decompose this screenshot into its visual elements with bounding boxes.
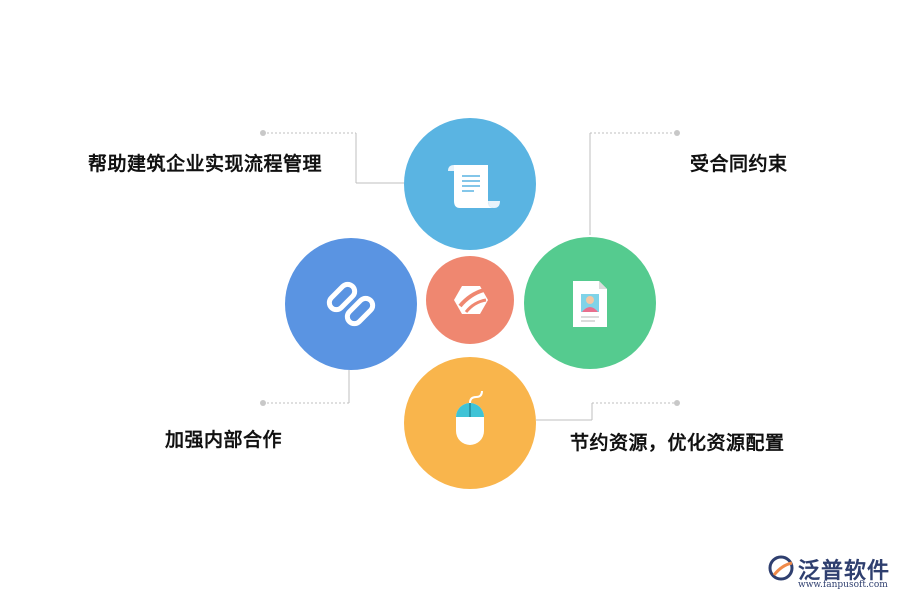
- node-right: [524, 237, 656, 369]
- connector-bottom-left: [260, 370, 350, 406]
- node-bottom: [404, 357, 536, 489]
- id-card-icon: [573, 281, 607, 327]
- scroll-icon: [448, 165, 500, 208]
- connector-bottom-right: [536, 400, 680, 421]
- node-center: [426, 256, 514, 344]
- label-top-left: 帮助建筑企业实现流程管理: [88, 153, 323, 175]
- label-bottom-right: 节约资源，优化资源配置: [570, 432, 785, 454]
- connector-top-left: [260, 130, 404, 184]
- brand-url: www.fanpusoft.com: [798, 580, 888, 590]
- label-bottom-left: 加强内部合作: [165, 429, 283, 451]
- label-top-right: 受合同约束: [690, 153, 788, 175]
- brand-name: 泛普软件: [798, 559, 891, 584]
- center-brand-icon: [454, 286, 488, 314]
- brand-logo: 泛普软件 www.fanpusoft.com: [768, 553, 892, 595]
- brand-mark-icon: [768, 555, 794, 581]
- link-chain-icon: [326, 281, 376, 327]
- connector-top-right: [589, 130, 680, 235]
- mouse-icon: [456, 390, 484, 445]
- node-left: [285, 238, 417, 370]
- node-top: [404, 118, 536, 250]
